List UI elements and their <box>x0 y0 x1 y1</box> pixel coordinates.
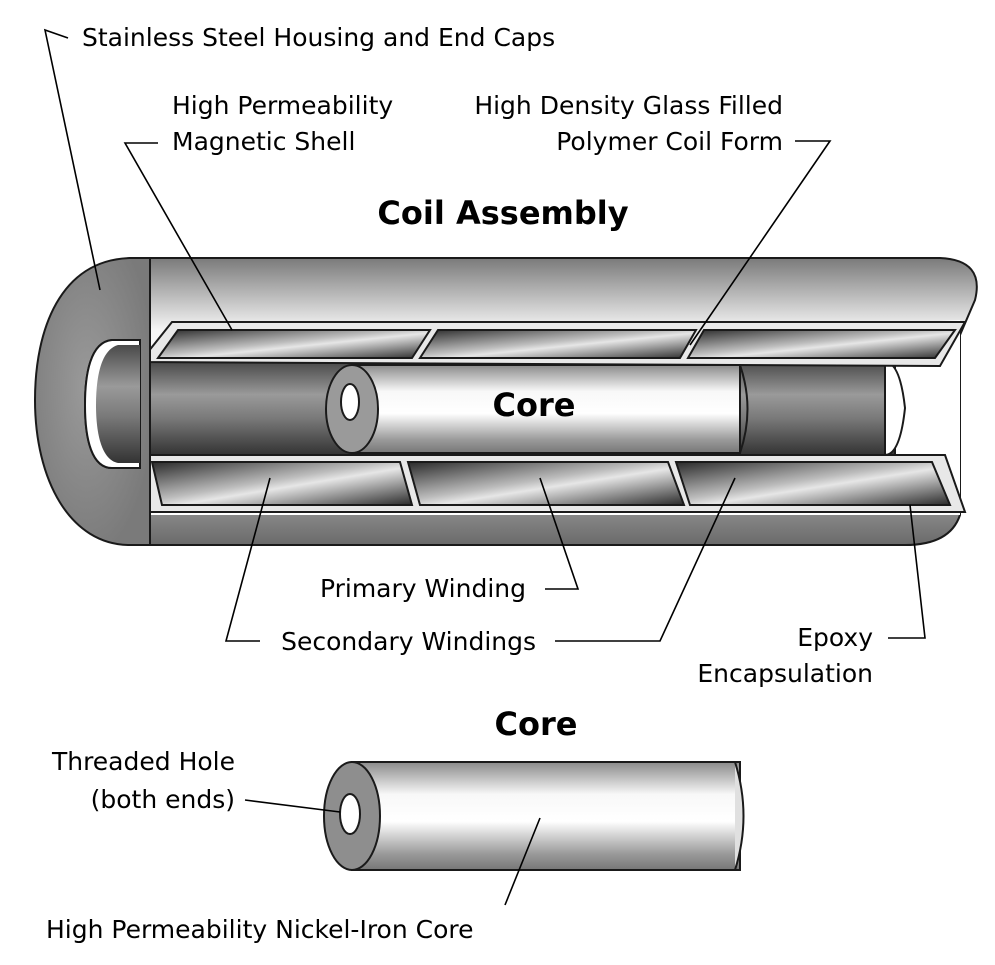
leader-housing <box>43 28 101 291</box>
title-core-section: Core <box>495 705 578 743</box>
upper-winding-1 <box>156 329 432 359</box>
title-coil-assembly: Coil Assembly <box>377 194 628 232</box>
threaded-hole <box>339 793 361 835</box>
label-shell-line1: High Permeability <box>172 91 393 120</box>
label-threaded-hole-line2: (both ends) <box>91 785 235 814</box>
leader-nickel-core <box>504 817 541 906</box>
lower-winding-3 <box>674 461 952 506</box>
core-far-end <box>734 761 745 871</box>
leader-secondary-left <box>224 477 271 642</box>
title-core-inner: Core <box>493 386 576 424</box>
leader-coil-form <box>689 140 832 346</box>
core-body <box>351 761 741 871</box>
leader-shell <box>123 142 233 331</box>
leader-lines <box>43 28 926 906</box>
assembly-core-hole <box>340 383 360 421</box>
label-nickel-iron-core: High Permeability Nickel-Iron Core <box>46 915 474 944</box>
assembly-core-body <box>351 364 741 454</box>
lower-winding-2 <box>406 461 686 506</box>
leader-threaded-hole <box>244 799 341 813</box>
label-primary-winding: Primary Winding <box>320 574 526 603</box>
leader-epoxy <box>888 504 926 639</box>
label-epoxy-line2: Encapsulation <box>697 659 873 688</box>
leader-secondary-right <box>555 477 736 642</box>
core-section <box>323 761 745 871</box>
end-cap-bore-shade <box>96 345 140 463</box>
label-coil-form-line1: High Density Glass Filled <box>474 91 783 120</box>
assembly-core-far-end <box>739 364 749 454</box>
upper-winding-3 <box>686 329 957 359</box>
coil-assembly <box>33 257 978 546</box>
lower-winding-1 <box>150 461 414 506</box>
label-shell-line2: Magnetic Shell <box>172 127 355 156</box>
leader-primary <box>539 477 580 590</box>
label-housing: Stainless Steel Housing and End Caps <box>82 23 555 52</box>
label-secondary-windings: Secondary Windings <box>281 627 536 656</box>
label-epoxy-line1: Epoxy <box>797 623 873 652</box>
label-threaded-hole-line1: Threaded Hole <box>51 747 235 776</box>
upper-winding-2 <box>418 329 698 359</box>
label-coil-form-line2: Polymer Coil Form <box>556 127 783 156</box>
